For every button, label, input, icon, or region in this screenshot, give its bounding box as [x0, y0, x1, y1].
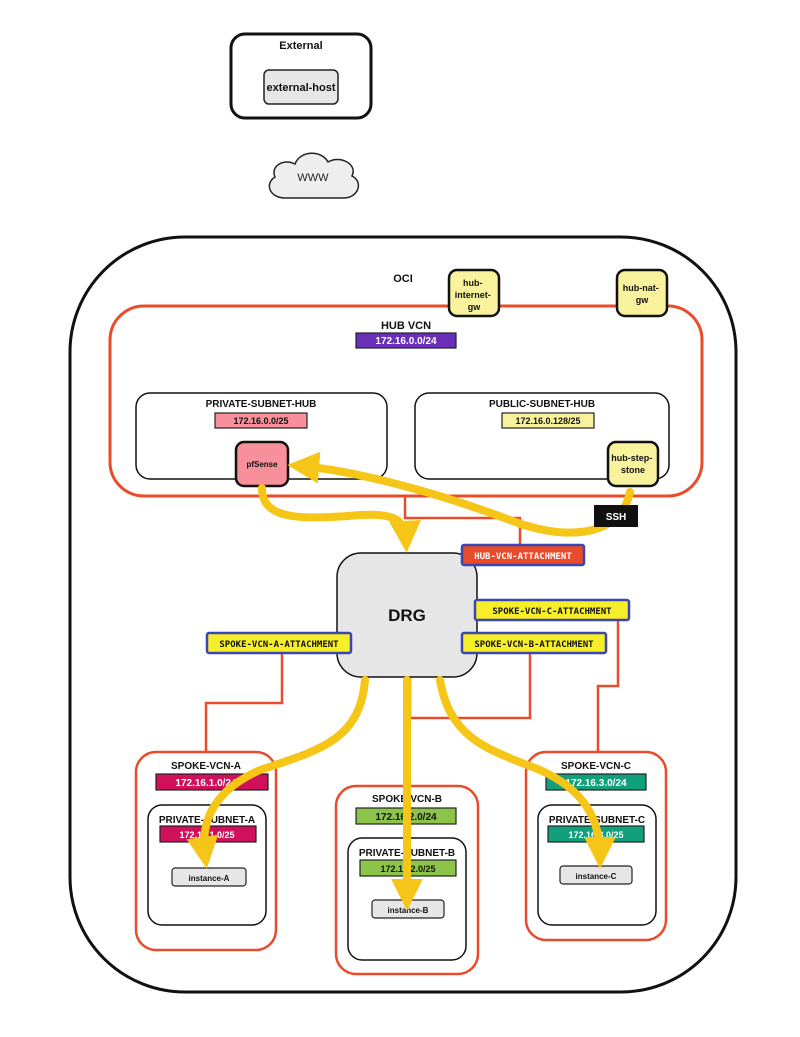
public-subnet-hub-cidr: 172.16.0.128/25 [515, 416, 580, 426]
spoke-vcn-c-attachment[interactable]: SPOKE-VCN-C-ATTACHMENT [473, 598, 631, 622]
spoke-b-attachment-label: SPOKE-VCN-B-ATTACHMENT [474, 640, 594, 650]
internet-gw-line3: gw [468, 302, 481, 312]
hub-nat-gw[interactable]: hub-nat- gw [615, 268, 669, 318]
public-subnet-hub: PUBLIC-SUBNET-HUB 172.16.0.128/25 [414, 392, 670, 480]
ssh-label: SSH [606, 512, 627, 523]
public-subnet-hub-title: PUBLIC-SUBNET-HUB [489, 399, 595, 410]
hub-vcn-cidr-badge [355, 332, 457, 349]
private-subnet-hub-cidr: 172.16.0.0/25 [233, 416, 288, 426]
spoke-vcn-a-attachment[interactable]: SPOKE-VCN-A-ATTACHMENT [205, 631, 353, 655]
hub-vcn-cidr: 172.16.0.0/24 [375, 336, 437, 347]
spoke-vcn-b: SPOKE-VCN-B 172.16.2.0/24 PRIVATE-SUBNET… [334, 784, 480, 976]
pfsense-label: pfSense [246, 460, 278, 469]
external-title: External [279, 40, 322, 52]
external-host-label: external-host [266, 82, 335, 94]
nat-gw-line1: hub-nat- [623, 283, 659, 293]
internet-cloud: WWW [268, 152, 360, 199]
oci-title: OCI [393, 273, 413, 285]
spoke-c-cidr: 172.16.3.0/24 [565, 778, 627, 789]
private-subnet-hub-title: PRIVATE-SUBNET-HUB [206, 399, 317, 410]
flow-drg-to-a [186, 676, 369, 869]
spoke-c-title: SPOKE-VCN-C [561, 761, 631, 772]
internet-gw-line1: hub- [463, 278, 483, 288]
ssh-tag: SSH [594, 505, 638, 527]
flow-drg-to-c [436, 676, 616, 869]
hub-internet-gw[interactable]: hub- internet- gw [447, 268, 501, 318]
spoke-a-title: SPOKE-VCN-A [171, 761, 241, 772]
spoke-a-cidr: 172.16.1.0/24 [175, 778, 237, 789]
external-host-node[interactable] [263, 69, 339, 105]
svg-text:hub- internet- gw: hub- internet- gw [455, 278, 494, 312]
hub-attachment-label: HUB-VCN-ATTACHMENT [474, 552, 572, 562]
hub-step-stone-node[interactable]: hub-step- stone [606, 440, 660, 488]
spoke-c-attachment-label: SPOKE-VCN-C-ATTACHMENT [492, 607, 612, 617]
hub-vcn-title: HUB VCN [381, 320, 431, 332]
flow-pfsense-to-drg [258, 484, 422, 553]
step-stone-line2: stone [621, 465, 645, 475]
nat-gw-line2: gw [636, 295, 649, 305]
instance-c-label: instance-C [576, 872, 617, 881]
svg-text:hub-step- stone: hub-step- stone [611, 453, 655, 475]
step-stone-line1: hub-step- [611, 453, 652, 463]
external-zone: External external-host [229, 32, 373, 120]
drg-router[interactable]: DRG [336, 552, 478, 678]
pfsense-node[interactable]: pfSense [234, 440, 290, 488]
hub-vcn-attachment[interactable]: HUB-VCN-ATTACHMENT [460, 543, 586, 567]
cloud-label: WWW [297, 172, 329, 184]
spoke-vcn-b-attachment[interactable]: SPOKE-VCN-B-ATTACHMENT [460, 631, 608, 655]
instance-a-label: instance-A [189, 874, 230, 883]
instance-b-label: instance-B [388, 906, 429, 915]
internet-gw-line2: internet- [455, 290, 491, 300]
drg-label: DRG [388, 606, 426, 625]
svg-text:hub-nat- gw: hub-nat- gw [623, 283, 662, 305]
spoke-a-attachment-label: SPOKE-VCN-A-ATTACHMENT [219, 640, 339, 650]
